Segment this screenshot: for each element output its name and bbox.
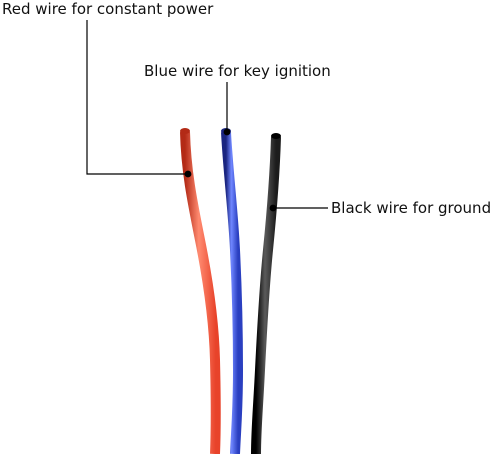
black-wire <box>251 133 281 455</box>
blue-wire-label: Blue wire for key ignition <box>144 62 331 80</box>
blue-wire <box>221 128 244 455</box>
red-leader-dot <box>184 170 192 178</box>
black-leader-dot <box>269 204 277 212</box>
red-wire <box>180 128 221 455</box>
blue-leader-dot <box>223 128 231 136</box>
red-leader <box>86 20 192 178</box>
red-wire-end <box>180 128 190 134</box>
black-wire-end <box>271 133 281 139</box>
red-wire-body <box>180 131 221 455</box>
black-wire-label: Black wire for ground <box>331 199 490 217</box>
red-wire-label: Red wire for constant power <box>2 0 214 18</box>
black-leader <box>269 204 328 212</box>
red-leader-line <box>86 20 188 175</box>
blue-leader <box>223 82 231 136</box>
blue-wire-body <box>221 131 244 455</box>
black-wire-body <box>251 136 281 455</box>
